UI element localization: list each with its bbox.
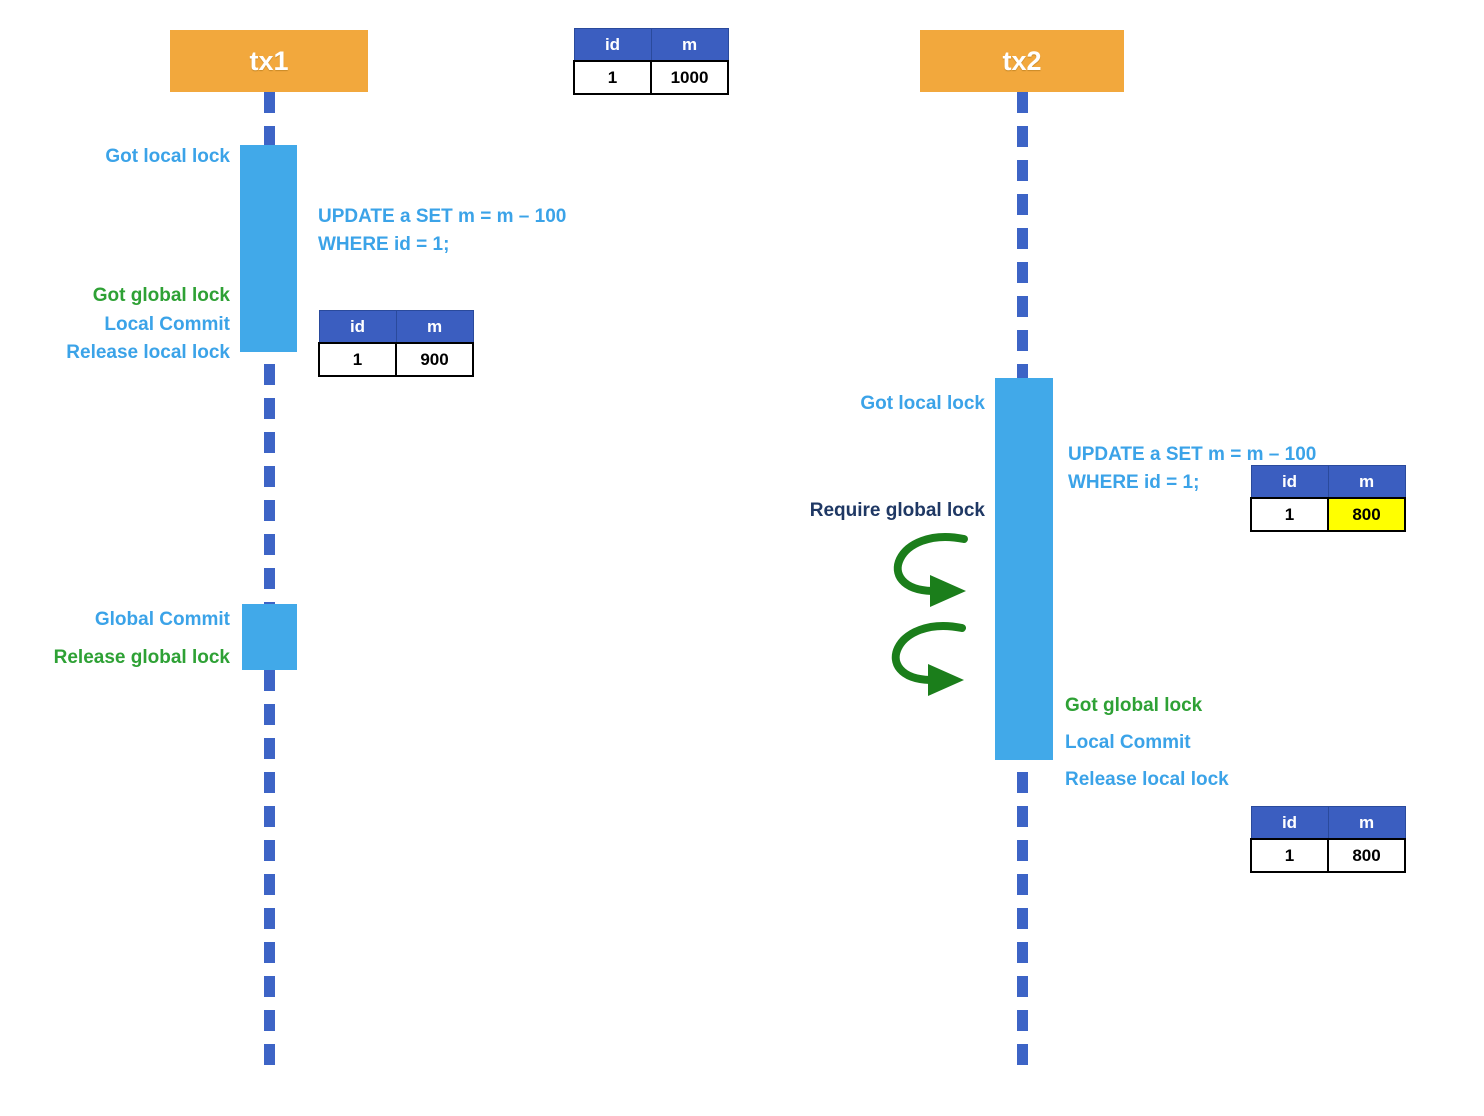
table-header-row: id m xyxy=(573,28,729,62)
tx2-label-got-local-lock: Got local lock xyxy=(860,393,985,414)
table-header-id: id xyxy=(1250,465,1329,499)
table-cell-m: 900 xyxy=(395,342,474,377)
tx1-lifeline xyxy=(264,92,275,1065)
table-header-m: m xyxy=(395,310,474,344)
table-header-m: m xyxy=(650,28,729,62)
tx2-sql-line2: WHERE id = 1; xyxy=(1068,472,1200,493)
table-cell-id: 1 xyxy=(573,60,652,95)
table-row: 1 1000 xyxy=(573,60,729,95)
tx2-label-require-global-lock: Require global lock xyxy=(809,500,985,521)
table-header-row: id m xyxy=(1250,806,1406,840)
tx1-label-got-global-lock: Got global lock xyxy=(92,285,230,306)
tx1-header: tx1 xyxy=(170,30,368,92)
table-header-id: id xyxy=(573,28,652,62)
table-row: 1 900 xyxy=(318,342,474,377)
table-cell-id: 1 xyxy=(1250,838,1329,873)
tx2-activation-bar xyxy=(995,378,1053,760)
table-header-m: m xyxy=(1327,465,1406,499)
table-tx2-local: id m 1 800 xyxy=(1250,465,1406,532)
retry-arrow-icon xyxy=(891,622,966,696)
tx2-sql-statement: UPDATE a SET m = m – 100 WHERE id = 1; xyxy=(1068,441,1316,497)
table-header-id: id xyxy=(318,310,397,344)
tx2-sql-line1: UPDATE a SET m = m – 100 xyxy=(1068,444,1317,465)
tx1-label-got-local-lock: Got local lock xyxy=(105,146,230,167)
tx1-title: tx1 xyxy=(249,45,289,76)
table-cell-m: 800 xyxy=(1327,838,1406,873)
table-row: 1 800 xyxy=(1250,497,1406,532)
table-header-m: m xyxy=(1327,806,1406,840)
table-after-tx2: id m 1 800 xyxy=(1250,806,1406,873)
tx1-sql-line2: WHERE id = 1; xyxy=(318,234,450,255)
tx2-header: tx2 xyxy=(920,30,1124,92)
table-cell-id: 1 xyxy=(318,342,397,377)
table-header-id: id xyxy=(1250,806,1329,840)
tx2-label-release-local-lock: Release local lock xyxy=(1065,769,1229,790)
tx1-label-release-global-lock: Release global lock xyxy=(53,647,230,668)
tx2-label-local-commit: Local Commit xyxy=(1065,732,1191,753)
tx1-commit-activation-bar xyxy=(242,604,297,670)
tx1-label-local-commit: Local Commit xyxy=(104,314,230,335)
table-header-row: id m xyxy=(1250,465,1406,499)
tx1-sql-line1: UPDATE a SET m = m – 100 xyxy=(318,206,567,227)
table-cell-m: 1000 xyxy=(650,60,729,95)
tx1-sql-statement: UPDATE a SET m = m – 100 WHERE id = 1; xyxy=(318,203,566,259)
table-cell-m-highlighted: 800 xyxy=(1327,497,1406,532)
table-initial: id m 1 1000 xyxy=(573,28,729,95)
table-header-row: id m xyxy=(318,310,474,344)
table-cell-id: 1 xyxy=(1250,497,1329,532)
tx2-title: tx2 xyxy=(1002,45,1042,76)
table-after-tx1: id m 1 900 xyxy=(318,310,474,377)
tx1-label-global-commit: Global Commit xyxy=(94,609,230,630)
tx1-label-release-local-lock: Release local lock xyxy=(66,342,230,363)
retry-arrow-icon xyxy=(893,533,968,607)
tx1-activation-bar xyxy=(240,145,297,352)
tx2-label-got-global-lock: Got global lock xyxy=(1065,695,1203,716)
table-row: 1 800 xyxy=(1250,838,1406,873)
